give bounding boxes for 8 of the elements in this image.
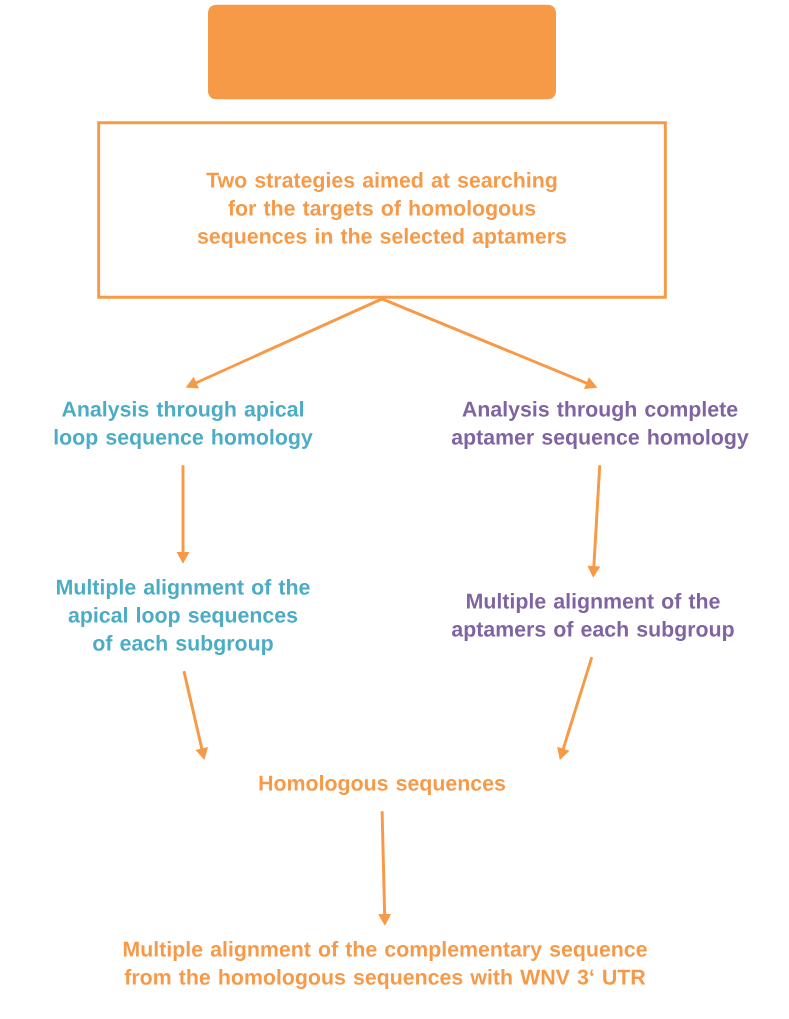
step-text: Homologous sequences [259,775,505,795]
step-text: Multiple alignment of the apical loop sequences of each subgroup [57,579,310,655]
step-text: Analysis through complete aptamer sequence homology [451,401,749,449]
rounded-box [208,4,556,100]
step-text: Analysis through apical loop sequence homology [54,401,313,449]
step-text: Multiple alignment of the aptamers of each subgroup [452,593,734,641]
step-text: Multiple alignment of the complementary sequence from the homologous sequences with WNV 3‘ UTR [123,941,647,989]
strategy-box: Two strategies aimed at searching for the targets of homologous sequences in the selected aptamers [97,121,667,299]
